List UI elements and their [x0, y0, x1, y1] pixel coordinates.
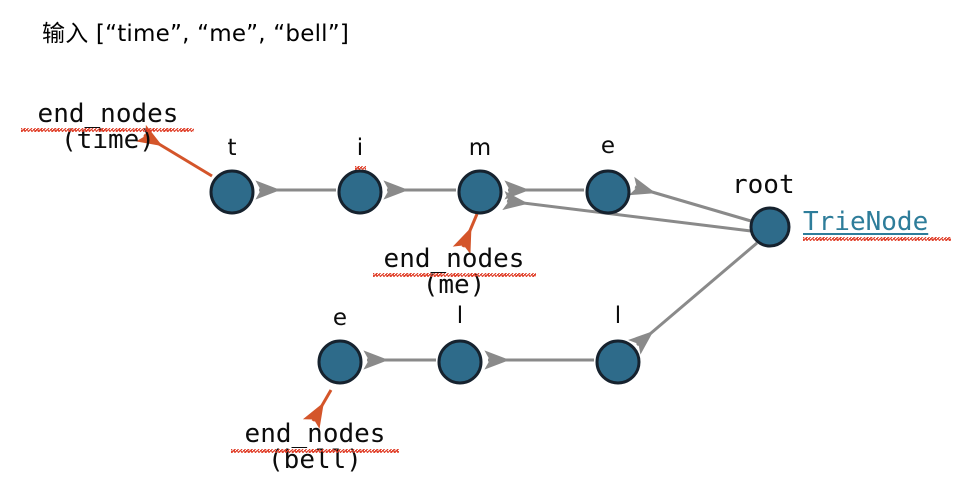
annotation-arrow-time — [135, 124, 213, 178]
node-label-e-top: e — [600, 133, 616, 159]
trie-node-root[interactable] — [749, 206, 791, 248]
annotation-end-nodes-me: end_nodes (me) — [371, 246, 537, 299]
spellcheck-squiggle-time — [21, 128, 194, 132]
trie-node-t[interactable] — [209, 169, 255, 215]
annotation-time-line1: end_nodes — [37, 99, 179, 129]
spellcheck-squiggle-trienode — [803, 237, 951, 241]
spellcheck-squiggle-me — [373, 273, 536, 277]
edge-root-to-l — [628, 241, 758, 355]
trie-node-e-bottom[interactable] — [317, 339, 363, 385]
annotation-arrow-bell — [302, 389, 333, 429]
annotation-end-nodes-bell: end_nodes (bell) — [228, 421, 402, 474]
annotation-me-line1: end_nodes — [383, 244, 525, 274]
node-label-e-bottom: e — [332, 305, 348, 331]
node-label-m: m — [468, 135, 492, 161]
node-label-l-right: l — [614, 303, 622, 329]
spellcheck-squiggle-bell — [231, 449, 399, 453]
trie-node-m[interactable] — [457, 169, 503, 215]
trienode-type-label: TrieNode — [803, 207, 929, 237]
edge-root-to-m — [502, 191, 752, 233]
root-label: root — [732, 170, 795, 200]
annotation-bell-line1: end_nodes — [244, 419, 386, 449]
node-label-t: t — [227, 135, 237, 161]
trie-node-l-right[interactable] — [595, 339, 641, 385]
edge-root-to-e — [628, 176, 752, 223]
annotation-arrow-layer — [135, 124, 479, 429]
spellcheck-squiggle-i — [355, 166, 366, 170]
node-layer — [209, 169, 791, 385]
node-label-i: i — [356, 135, 364, 161]
trie-node-l-middle[interactable] — [437, 339, 483, 385]
annotation-arrow-me — [452, 213, 479, 255]
page-title: 输入 [“time”, “me”, “bell”] — [42, 21, 350, 47]
trie-node-i[interactable] — [337, 169, 383, 215]
edge-layer — [255, 176, 758, 370]
node-label-l-middle: l — [456, 303, 464, 329]
trie-node-e-top[interactable] — [585, 169, 631, 215]
